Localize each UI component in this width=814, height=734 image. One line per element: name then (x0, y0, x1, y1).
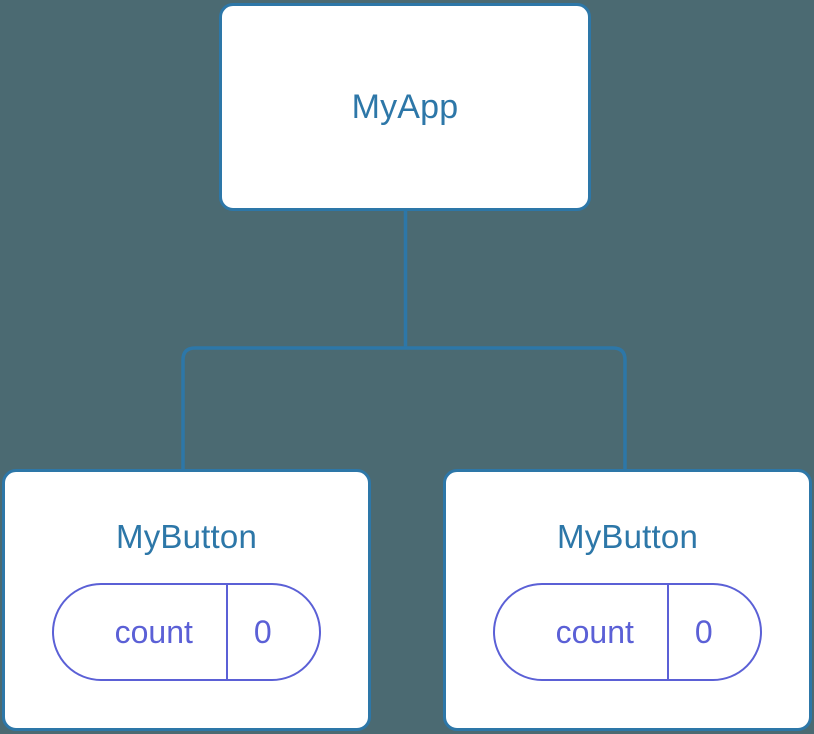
state-divider (666, 585, 670, 679)
edge-to-child-left (181, 346, 406, 470)
node-myapp[interactable]: MyApp (219, 3, 591, 211)
state-key: count (114, 613, 193, 650)
state-value: 0 (253, 613, 272, 650)
state-divider (225, 585, 229, 679)
state-pill[interactable]: count 0 (51, 583, 322, 681)
edge-to-child-right (405, 346, 627, 470)
state-key: count (555, 613, 634, 650)
node-title: MyButton (116, 518, 257, 555)
node-mybutton-right[interactable]: MyButton count 0 (443, 469, 812, 731)
node-title: MyApp (351, 88, 459, 126)
node-title: MyButton (557, 518, 698, 555)
state-pill[interactable]: count 0 (492, 583, 763, 681)
node-mybutton-left[interactable]: MyButton count 0 (2, 469, 371, 731)
state-value: 0 (694, 613, 713, 650)
